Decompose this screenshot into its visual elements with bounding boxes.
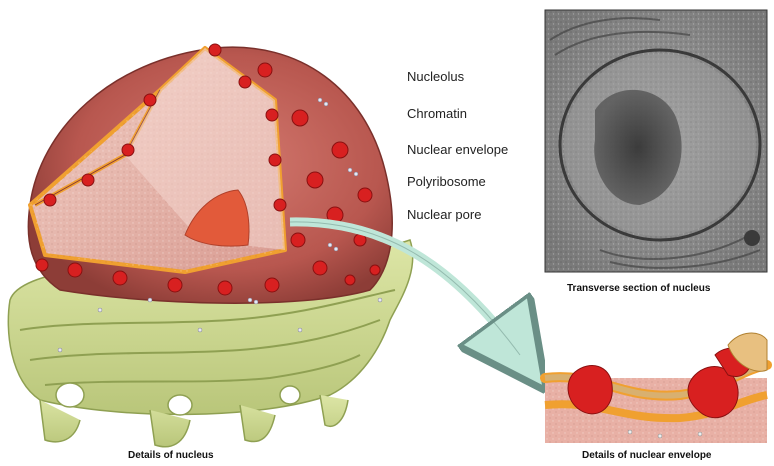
caption-nucleus-details: Details of nucleus bbox=[128, 450, 214, 461]
label-nuclear-envelope: Nuclear envelope bbox=[407, 142, 508, 157]
micrograph-image bbox=[545, 10, 767, 272]
label-polyribosome: Polyribosome bbox=[407, 174, 486, 189]
label-nuclear-pore: Nuclear pore bbox=[407, 207, 481, 222]
label-chromatin: Chromatin bbox=[407, 106, 467, 121]
caption-envelope-details: Details of nuclear envelope bbox=[582, 450, 712, 461]
envelope-detail-image bbox=[545, 325, 767, 443]
nucleus-body bbox=[28, 47, 392, 303]
label-nucleolus: Nucleolus bbox=[407, 69, 464, 84]
caption-transverse-section: Transverse section of nucleus bbox=[567, 283, 710, 294]
